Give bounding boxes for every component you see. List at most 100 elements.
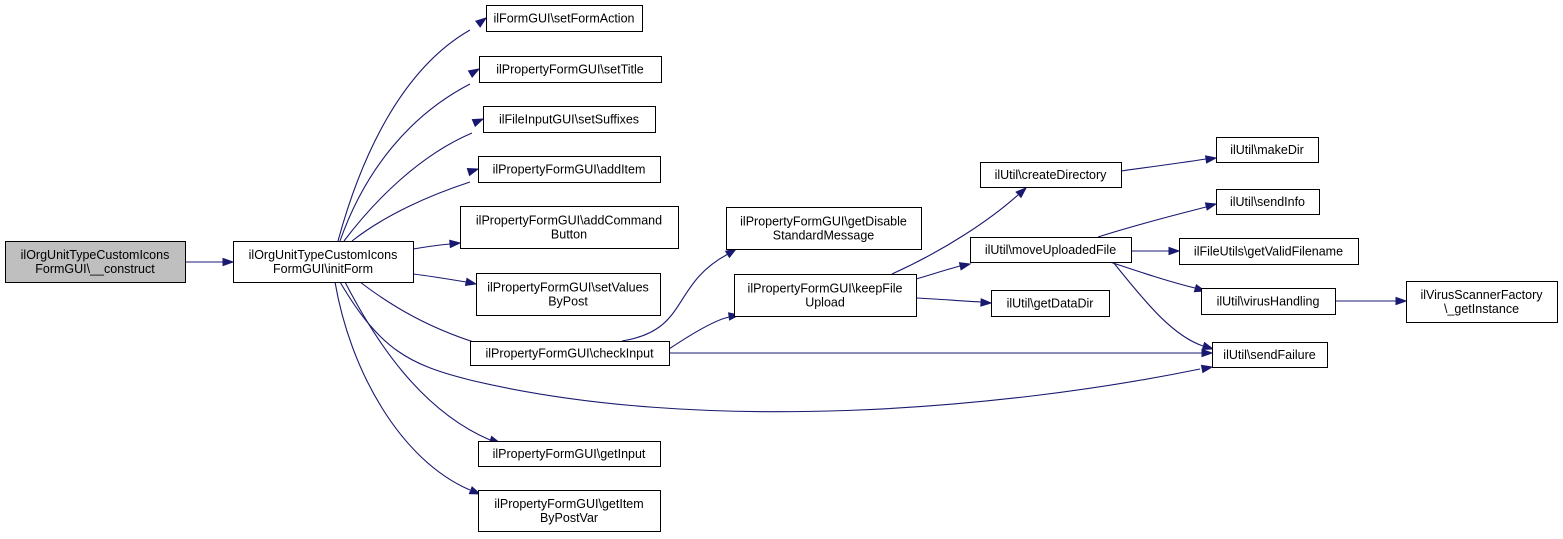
node-box [478,441,661,467]
node-setSuffixes[interactable]: ilFileInputGUI\setSuffixes [483,106,656,133]
edge-initForm-to-addCommandButton [412,239,462,250]
arrowhead-icon [471,118,485,128]
node-label-line: \_getInstance [1444,302,1519,316]
arrowhead-icon [1201,348,1214,358]
node-box [233,241,414,283]
arrowhead-icon [1168,246,1181,256]
node-box [476,273,661,316]
node-box [734,274,917,317]
edge-line [359,281,491,348]
arrowhead-icon [958,262,972,271]
node-box [5,241,186,283]
node-label-line: Upload [805,295,845,309]
edge-keepFileUpload-to-moveUploadedFile [915,262,972,280]
edge-createDirectory-to-makeDir [1120,155,1218,172]
edge-line [915,297,982,303]
node-label-line: ilVirusScannerFactory [1420,288,1543,302]
node-box [1216,137,1319,163]
nodes-layer: ilOrgUnitTypeCustomIconsFormGUI\__constr… [5,5,1558,532]
edge-line [337,29,471,242]
node-label-line: ilUtil\moveUploadedFile [985,243,1116,257]
edge-initForm-to-getItemByPostVar [334,281,482,495]
edge-moveUploadedFile-to-sendFailure [1112,261,1215,351]
node-box [970,237,1132,263]
arrowhead-icon [464,277,478,287]
node-checkInput[interactable]: ilPropertyFormGUI\checkInput [470,341,670,366]
edge-line [621,253,729,342]
node-label-line: ilPropertyFormGUI\setTitle [496,62,644,76]
node-label-line: ilPropertyFormGUI\setValues [487,280,649,294]
node-box [1216,189,1320,215]
edge-line [668,316,730,350]
arrowhead-icon [1201,341,1215,351]
node-box [991,290,1110,317]
node-label-line: FormGUI\initForm [273,262,373,276]
node-box [1212,342,1328,368]
node-label-line: ByPostVar [540,511,598,525]
node-label-line: Button [551,227,587,241]
node-box [1179,238,1359,265]
node-getDataDir[interactable]: ilUtil\getDataDir [991,290,1110,317]
edge-line [1112,261,1204,347]
edge-line [339,281,1201,413]
node-label-line: ilPropertyFormGUI\getDisable [740,214,907,228]
node-getInput[interactable]: ilPropertyFormGUI\getInput [478,441,661,467]
node-addItem[interactable]: ilPropertyFormGUI\addItem [478,156,661,183]
arrowhead-icon [1205,155,1218,164]
node-label-line: ilUtil\sendInfo [1230,195,1305,209]
node-label-line: ByPost [548,294,588,308]
node-createDirectory[interactable]: ilUtil\createDirectory [980,162,1122,188]
edge-line [334,281,471,491]
edge-line [344,281,491,441]
node-label-line: ilPropertyFormGUI\addItem [493,162,646,176]
edge-line [1120,158,1207,172]
node-construct[interactable]: ilOrgUnitTypeCustomIconsFormGUI\__constr… [5,241,186,283]
edge-keepFileUpload-to-createDirectory [891,187,1028,275]
arrowhead-icon [449,239,462,249]
edge-line [351,181,471,242]
node-label-line: ilUtil\createDirectory [995,168,1108,182]
node-makeDir[interactable]: ilUtil\makeDir [1216,137,1319,163]
edge-moveUploadedFile-to-virusHandling [1109,261,1207,293]
edges-layer [185,17,1408,495]
node-setTitle[interactable]: ilPropertyFormGUI\setTitle [479,56,662,83]
edge-checkInput-to-getDisableStandardMessage [621,248,738,342]
node-setFormAction[interactable]: ilFormGUI\setFormAction [486,5,643,32]
node-virusHandling[interactable]: ilUtil\virusHandling [1201,288,1336,315]
node-box [486,5,643,32]
node-sendInfo[interactable]: ilUtil\sendInfo [1216,189,1320,215]
edge-initForm-to-setFormAction [337,17,488,242]
edge-line [1097,206,1207,238]
edge-moveUploadedFile-to-getValidFilename [1131,246,1181,256]
arrowhead-icon [475,17,488,28]
node-label-line: ilPropertyFormGUI\addCommand [476,213,662,227]
arrowhead-icon [1200,364,1214,374]
node-sendFailure[interactable]: ilUtil\sendFailure [1212,342,1328,368]
edge-line [891,194,1019,275]
arrowhead-icon [1015,187,1028,199]
node-box [1201,288,1336,315]
node-box [470,341,670,366]
edge-line [343,132,473,242]
arrowhead-icon [980,298,993,307]
edge-line [339,83,471,242]
node-getValidFilename[interactable]: ilFileUtils\getValidFilename [1179,238,1359,265]
node-label-line: ilOrgUnitTypeCustomIcons [249,248,398,262]
arrowhead-icon [222,257,235,267]
node-moveUploadedFile[interactable]: ilUtil\moveUploadedFile [970,237,1132,263]
node-label-line: ilPropertyFormGUI\checkInput [485,346,654,360]
edge-initForm-to-addItem [351,167,480,242]
arrowhead-icon [468,486,482,495]
node-box [980,162,1122,188]
node-getDisableStandardMessage[interactable]: ilPropertyFormGUI\getDisableStandardMess… [726,207,922,250]
node-getInstance[interactable]: ilVirusScannerFactory\_getInstance [1406,281,1558,323]
edge-initForm-to-setValuesByPost [412,273,478,287]
node-label-line: ilUtil\sendFailure [1223,348,1315,362]
node-label-line: ilFileUtils\getValidFilename [1194,244,1343,258]
